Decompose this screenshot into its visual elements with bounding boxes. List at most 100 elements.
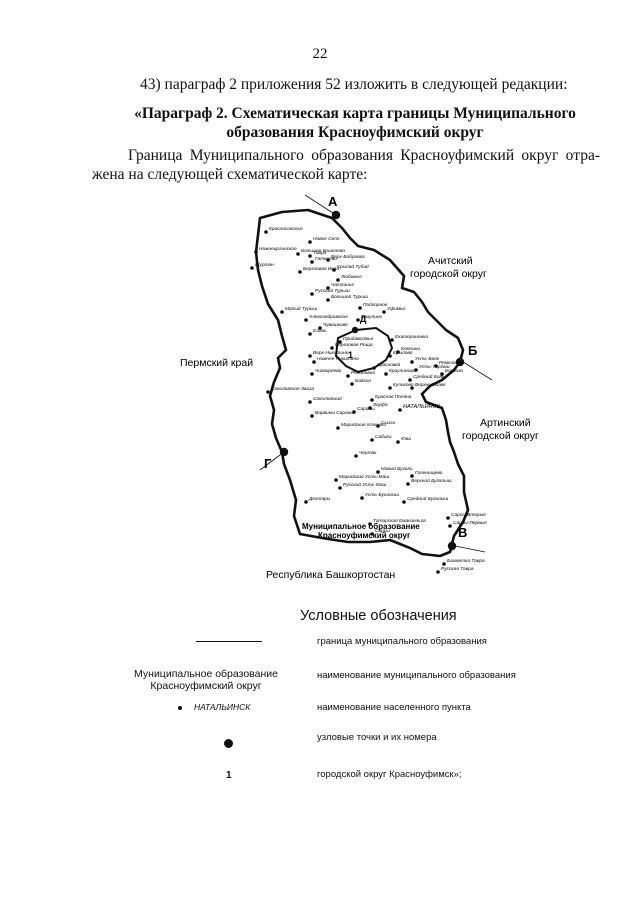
boundary-line-b (459, 359, 493, 381)
settlement-label: Сараны (357, 406, 375, 412)
node-dot-icon (224, 739, 233, 748)
region-artin-1: Артинский (480, 417, 531, 429)
node-label-d: Д (360, 314, 367, 324)
node-point-a (331, 210, 341, 220)
lead-line-2: жена на следующей схематической карте: (92, 166, 368, 183)
settlement-dot (336, 278, 340, 282)
region-perm: Пермский край (180, 357, 253, 369)
settlement-dot (388, 386, 392, 390)
settlement-dot (396, 350, 400, 354)
schematic-map: А Б В Г Д 1 Пермский край Ачитский город… (180, 194, 539, 581)
settlement-label: Средний Баяк (413, 373, 445, 380)
settlement-label: Сарсы-Первые (453, 520, 487, 526)
settlement-label: Байкол (355, 377, 371, 384)
node-point-d (351, 326, 359, 334)
settlement-dot (338, 340, 342, 344)
settlement-dot (370, 438, 374, 442)
node-label-v: В (458, 525, 467, 540)
settlement-label: Красносоколье (269, 226, 303, 232)
settlement-label: Варвины Сараны (315, 410, 354, 416)
legend-desc-city: городской округ Красноуфимск»; (317, 769, 462, 780)
settlement-label: Криулино (361, 314, 383, 320)
settlement-label: Верхний Баяк (415, 381, 446, 388)
settlement-label: Русский Усть-Маш (343, 481, 387, 488)
node-label-g: Г (264, 456, 272, 471)
settlement-dot (304, 318, 308, 322)
settlement-label: Усть-Бугалыш (365, 492, 399, 498)
settlement-label: Сарсы (375, 528, 390, 534)
settlement-label: Большое Кошелево (301, 248, 345, 254)
settlement-dot (298, 270, 302, 274)
legend-title: Условные обозначения (300, 608, 457, 624)
settlement-dot (372, 366, 376, 370)
node-point-g (279, 447, 289, 457)
settlement-label: Голенищево (415, 470, 443, 476)
settlement-dot (308, 332, 312, 336)
settlement-dot (390, 338, 394, 342)
settlement-dot (436, 570, 440, 574)
settlement-dot (346, 374, 350, 378)
instruction-text: 43) параграф 2 приложения 52 изложить в … (140, 76, 568, 93)
settlement-label: Крылово (393, 350, 413, 356)
settlement-dot (310, 292, 314, 296)
settlement-label: Новое Село (313, 236, 340, 242)
settlement-label: Шуртан (255, 262, 274, 268)
settlement-label: Зауфа (373, 402, 388, 408)
legend-desc-boundary: граница муниципального образования (317, 636, 487, 647)
settlement-label: Русский Турыш (315, 287, 350, 294)
legend-row-node: узловые точки и их номера (0, 732, 640, 772)
legend-row-city: 1 городской округ Красноуфимск»; (0, 769, 640, 809)
settlement-dot (304, 500, 308, 504)
settlement-dot (396, 440, 400, 444)
legend-muni-sample-2: Красноуфимский округ (150, 680, 262, 692)
settlement-label: Сабики (375, 434, 392, 440)
settlement-dot (370, 532, 374, 536)
settlement-label: Соколовское Звиза (271, 386, 314, 392)
settlement-label: Сарсы Вторые (451, 512, 486, 518)
inner-district-boundary (334, 326, 394, 374)
section-heading: «Параграф 2. Схематическая карта границы… (110, 104, 600, 142)
settlement-label: Куликово (393, 382, 414, 388)
legend-row-boundary: граница муниципального образования (0, 636, 640, 676)
settlement-dot (254, 250, 258, 254)
legend-boundary-sample (196, 641, 262, 642)
settlement-dot (310, 414, 314, 418)
settlement-dot (360, 496, 364, 500)
lead-paragraph: Граница Муниципального образования Красн… (92, 146, 600, 184)
settlement-dot (334, 478, 338, 482)
settlement-dot (338, 486, 342, 490)
settlement-label: Сызги (381, 420, 396, 426)
settlement-dot (308, 240, 312, 244)
boundary-line-a (304, 194, 337, 216)
settlement-dot (354, 454, 358, 458)
settlement-dot (318, 326, 322, 330)
map-muni-label-1: Муниципальное образование (302, 522, 420, 531)
settlement-label: Средний Бугалыш (407, 495, 448, 502)
settlement-label: Большой Турыш (331, 293, 368, 300)
settlement-label: Крылай Тубай (337, 263, 369, 270)
settlement-dot (368, 522, 372, 526)
settlement-dot (440, 372, 444, 376)
settlement-dot (376, 470, 380, 474)
region-artin-2: городской округ (462, 430, 539, 442)
settlement-dot (382, 310, 386, 314)
settlement-label: Уфимка (387, 306, 405, 312)
legend-muni-sample-1: Муниципальное образование (134, 668, 278, 680)
settlement-label: Нижнеиргинское (259, 246, 297, 252)
settlement-dot (358, 306, 362, 310)
legend-row-settlement: НАТАЛЬИНСК наименование населенного пунк… (0, 702, 640, 742)
settlement-label: Красная Поляна (375, 394, 412, 400)
heading-line-1: «Параграф 2. Схематическая карта границы… (134, 105, 576, 122)
settlement-label: Красновка (377, 362, 401, 368)
settlement-dot (388, 354, 392, 358)
settlement-label: Чертак (359, 450, 377, 456)
settlement-dot (356, 318, 360, 322)
settlement-label: Рябиновка (351, 370, 375, 376)
region-achit-2: городской округ (410, 268, 487, 280)
node-label-b: Б (468, 343, 477, 358)
settlement-dot (384, 372, 388, 376)
settlement-label: Екатериновка (395, 334, 428, 340)
settlement-dot (308, 400, 312, 404)
map-muni-label-2: Красноуфимский округ (318, 531, 411, 540)
